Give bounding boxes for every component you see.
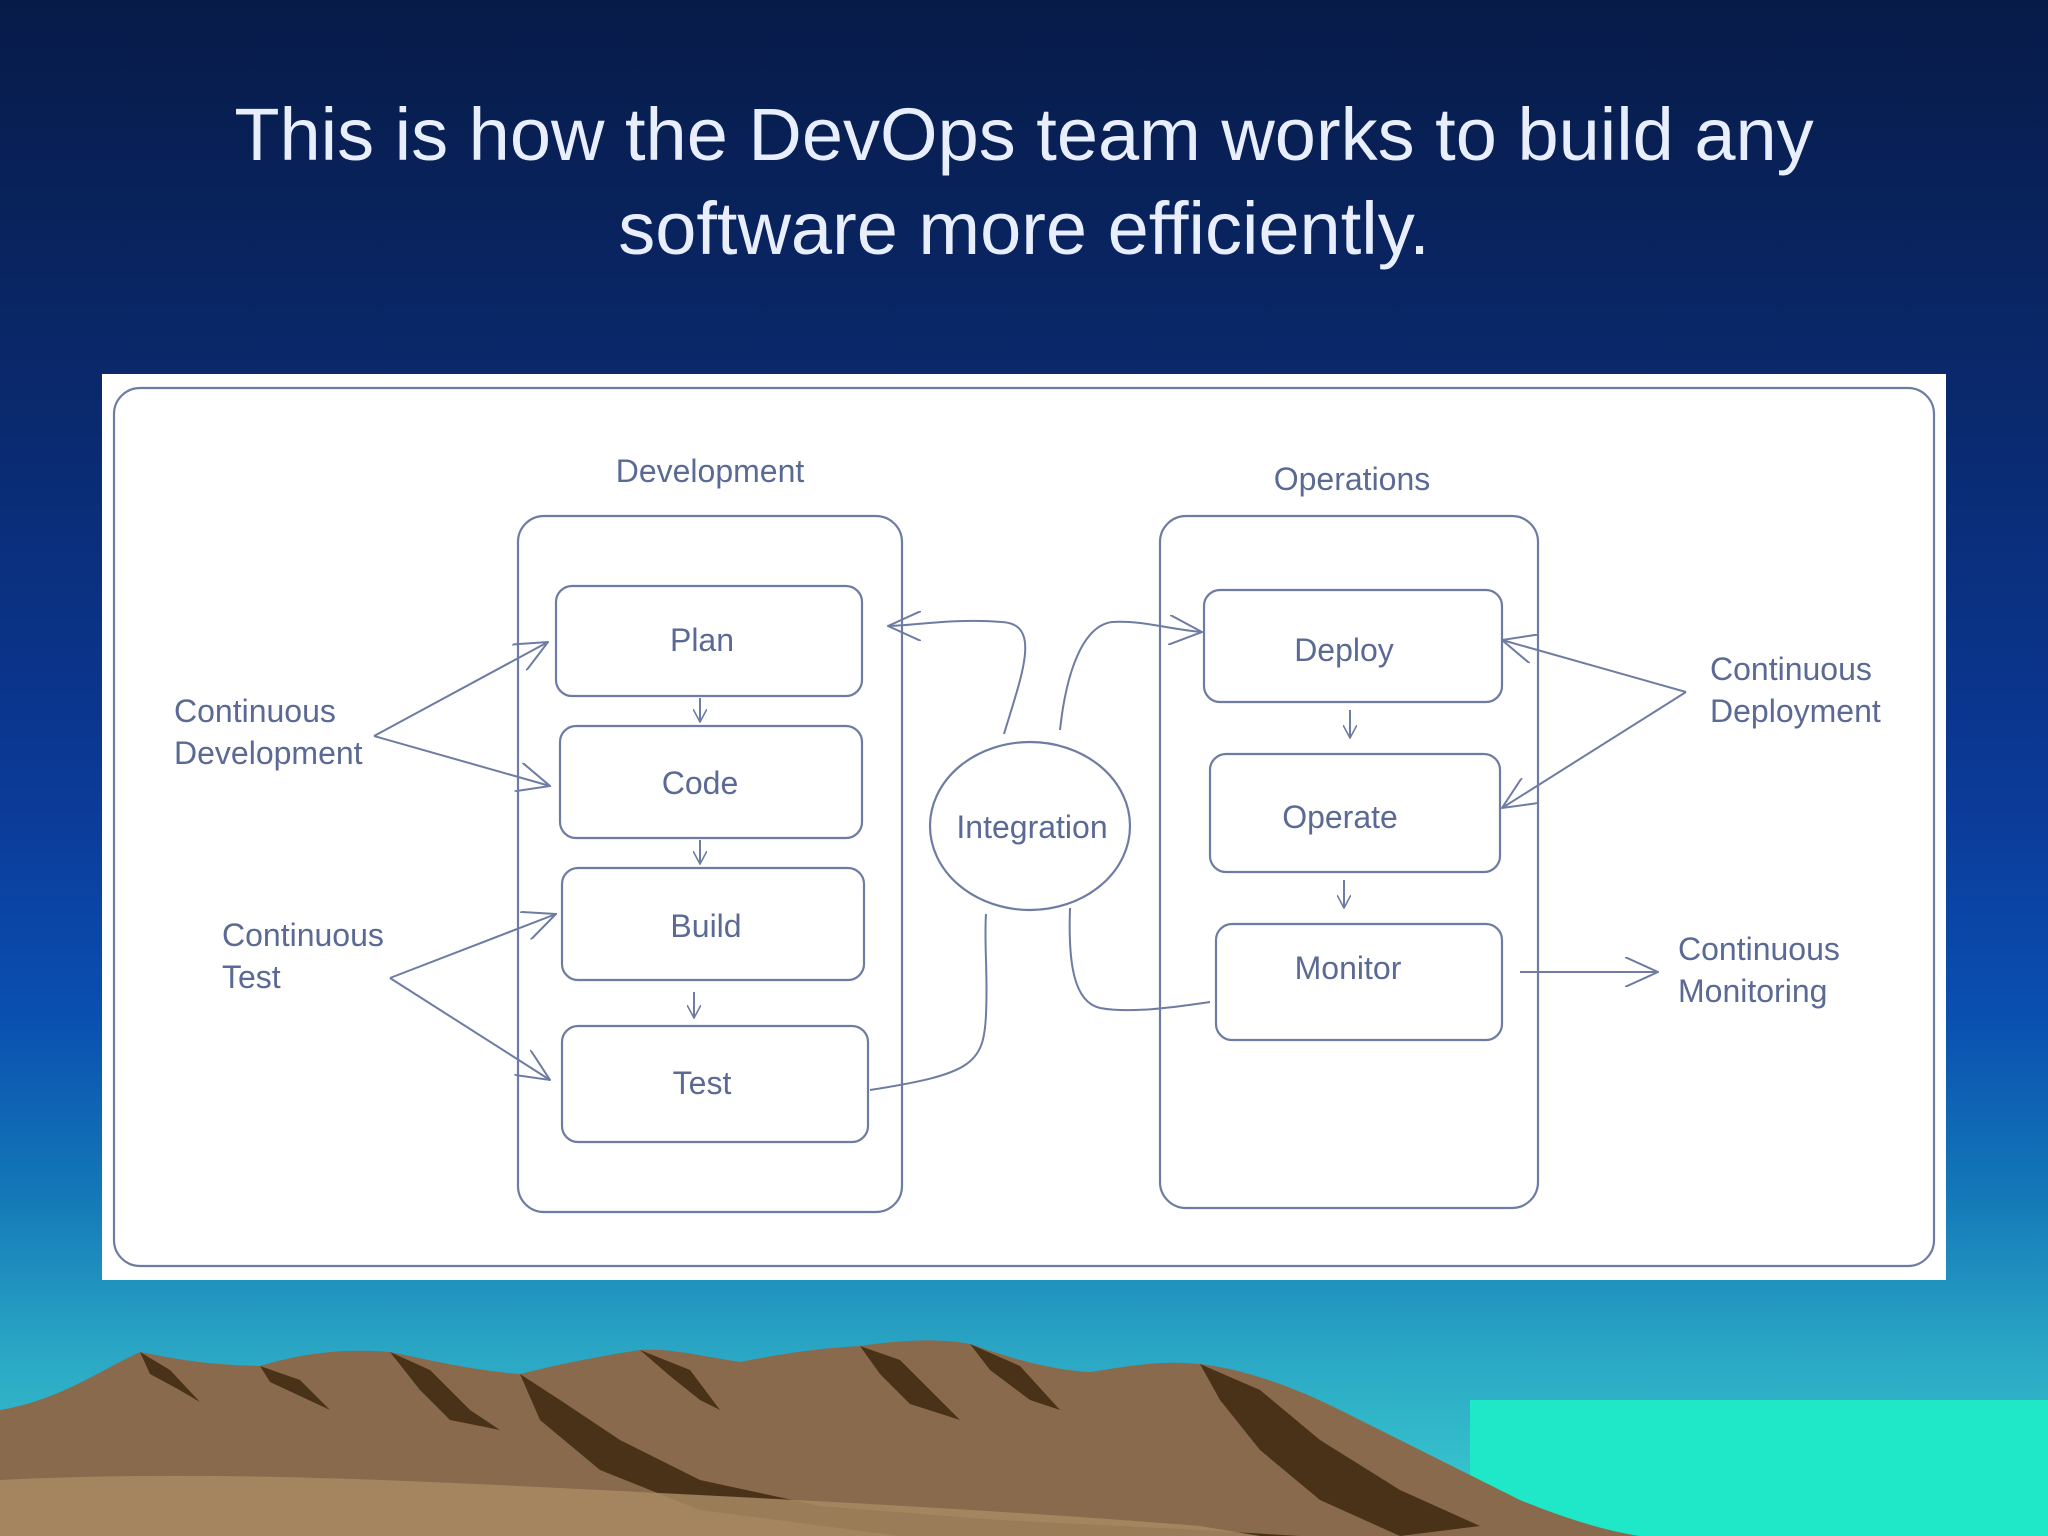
continuous-development-to-code-arrow bbox=[373, 735, 550, 786]
monitor-box bbox=[1214, 922, 1504, 1042]
continuous-deployment-to-operate-arrow bbox=[1502, 691, 1687, 808]
operate-label: Operate bbox=[1282, 799, 1398, 835]
devops-diagram: Development Operations Plan Code Build T… bbox=[112, 386, 1936, 1268]
operate-box bbox=[1208, 752, 1502, 874]
continuous-deployment-to-deploy-arrow bbox=[1502, 640, 1687, 693]
continuous-test-to-build-arrow bbox=[389, 914, 556, 979]
diagram-panel: Development Operations Plan Code Build T… bbox=[102, 374, 1946, 1280]
continuous-test-label: Continuous Test bbox=[222, 917, 393, 995]
sea-strip bbox=[1470, 1400, 2048, 1536]
continuous-development-to-plan-arrow bbox=[373, 642, 548, 737]
plan-label: Plan bbox=[670, 622, 734, 658]
build-box bbox=[560, 866, 866, 982]
integration-node bbox=[928, 740, 1132, 912]
development-title: Development bbox=[616, 453, 805, 489]
test-to-integration-curve bbox=[869, 913, 988, 1091]
integration-label: Integration bbox=[956, 809, 1107, 845]
test-box bbox=[560, 1024, 870, 1144]
code-box bbox=[558, 724, 864, 840]
monitor-label: Monitor bbox=[1295, 950, 1402, 986]
code-label: Code bbox=[662, 765, 739, 801]
integration-to-plan-arrow bbox=[888, 621, 1027, 735]
build-label: Build bbox=[670, 908, 741, 944]
deploy-label: Deploy bbox=[1294, 632, 1394, 668]
integration-to-deploy-arrow bbox=[1059, 622, 1202, 731]
slide-title: This is how the DevOps team works to bui… bbox=[234, 93, 1814, 270]
continuous-test-to-test-arrow bbox=[389, 977, 550, 1080]
mountain-landscape bbox=[0, 1340, 2048, 1536]
test-label: Test bbox=[673, 1065, 732, 1101]
operations-title: Operations bbox=[1274, 461, 1431, 497]
continuous-monitoring-label: Continuous Monitoring bbox=[1678, 931, 1849, 1009]
mountain-foreground bbox=[0, 1475, 1260, 1536]
monitor-to-integration-curve bbox=[1068, 907, 1211, 1012]
continuous-deployment-label: Continuous Deployment bbox=[1710, 651, 1881, 729]
plan-box bbox=[554, 584, 864, 698]
continuous-development-label: Continuous Development bbox=[174, 693, 363, 771]
